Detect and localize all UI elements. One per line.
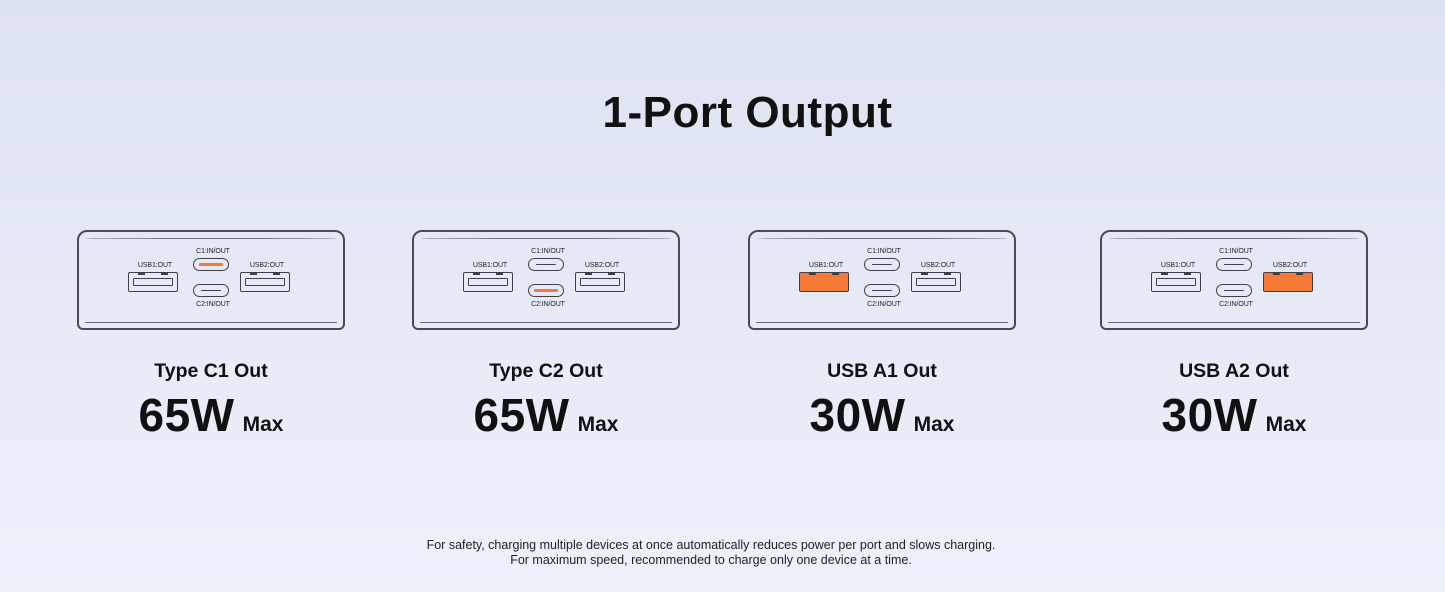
usb1-port-label: USB1:OUT	[137, 262, 173, 269]
port-card-2: C1:IN/OUT USB1:OUT USB2:OUT C2:IN/OUT Type C…	[412, 230, 682, 442]
usb-a1-port	[1151, 272, 1201, 292]
wattage-value: 30W	[809, 389, 906, 441]
usb-c2-port	[193, 284, 229, 297]
port-name: USB A2 Out	[1179, 360, 1289, 382]
wattage-max-label: Max	[913, 413, 955, 436]
power-bank-diagram: C1:IN/OUT USB1:OUT USB2:OUT C2:IN/OUT	[77, 230, 345, 330]
port-card-4: C1:IN/OUT USB1:OUT USB2:OUT C2:IN/OUT USB A2…	[1100, 230, 1370, 442]
c1-port-label: C1:IN/OUT	[867, 248, 901, 255]
c1-port-label: C1:IN/OUT	[196, 248, 230, 255]
port-card-1: C1:IN/OUT USB1:OUT USB2:OUT C2:IN/OUT Type C…	[77, 230, 347, 442]
wattage-max-label: Max	[242, 413, 284, 436]
wattage-value: 30W	[1161, 389, 1258, 441]
wattage: 30W Max	[1100, 388, 1368, 442]
port-name: USB A1 Out	[827, 360, 937, 382]
usb-c1-port	[193, 258, 229, 271]
wattage-value: 65W	[473, 389, 570, 441]
c2-port-label: C2:IN/OUT	[1219, 301, 1253, 308]
power-bank-diagram: C1:IN/OUT USB1:OUT USB2:OUT C2:IN/OUT	[412, 230, 680, 330]
usb2-port-label: USB2:OUT	[584, 262, 620, 269]
usb-c1-port	[528, 258, 564, 271]
c2-port-label: C2:IN/OUT	[531, 301, 565, 308]
wattage-value: 65W	[138, 389, 235, 441]
usb-a1-port	[128, 272, 178, 292]
usb-a2-port	[240, 272, 290, 292]
usb-a2-port	[575, 272, 625, 292]
port-card-3: C1:IN/OUT USB1:OUT USB2:OUT C2:IN/OUT USB A1…	[748, 230, 1018, 442]
power-bank-diagram: C1:IN/OUT USB1:OUT USB2:OUT C2:IN/OUT	[748, 230, 1016, 330]
page-title: 1-Port Output	[602, 88, 893, 137]
wattage-max-label: Max	[577, 413, 619, 436]
usb-c2-port	[1216, 284, 1252, 297]
port-name: Type C2 Out	[489, 360, 603, 382]
wattage: 65W Max	[77, 388, 345, 442]
wattage: 30W Max	[748, 388, 1016, 442]
usb1-port-label: USB1:OUT	[472, 262, 508, 269]
usb2-port-label: USB2:OUT	[249, 262, 285, 269]
usb-a1-port	[799, 272, 849, 292]
port-name: Type C1 Out	[154, 360, 268, 382]
usb-c2-port	[528, 284, 564, 297]
wattage: 65W Max	[412, 388, 680, 442]
usb-c1-port	[1216, 258, 1252, 271]
c2-port-label: C2:IN/OUT	[867, 301, 901, 308]
usb-a1-port	[463, 272, 513, 292]
usb1-port-label: USB1:OUT	[1160, 262, 1196, 269]
usb-c1-port	[864, 258, 900, 271]
c2-port-label: C2:IN/OUT	[196, 301, 230, 308]
usb-c2-port	[864, 284, 900, 297]
footnote-line-2: For maximum speed, recommended to charge…	[510, 553, 912, 567]
usb2-port-label: USB2:OUT	[920, 262, 956, 269]
c1-port-label: C1:IN/OUT	[1219, 248, 1253, 255]
c1-port-label: C1:IN/OUT	[531, 248, 565, 255]
usb1-port-label: USB1:OUT	[808, 262, 844, 269]
power-bank-diagram: C1:IN/OUT USB1:OUT USB2:OUT C2:IN/OUT	[1100, 230, 1368, 330]
usb2-port-label: USB2:OUT	[1272, 262, 1308, 269]
wattage-max-label: Max	[1265, 413, 1307, 436]
footnote-line-1: For safety, charging multiple devices at…	[426, 538, 996, 552]
usb-a2-port	[911, 272, 961, 292]
footnote: For safety, charging multiple devices at…	[0, 538, 1422, 568]
usb-a2-port	[1263, 272, 1313, 292]
